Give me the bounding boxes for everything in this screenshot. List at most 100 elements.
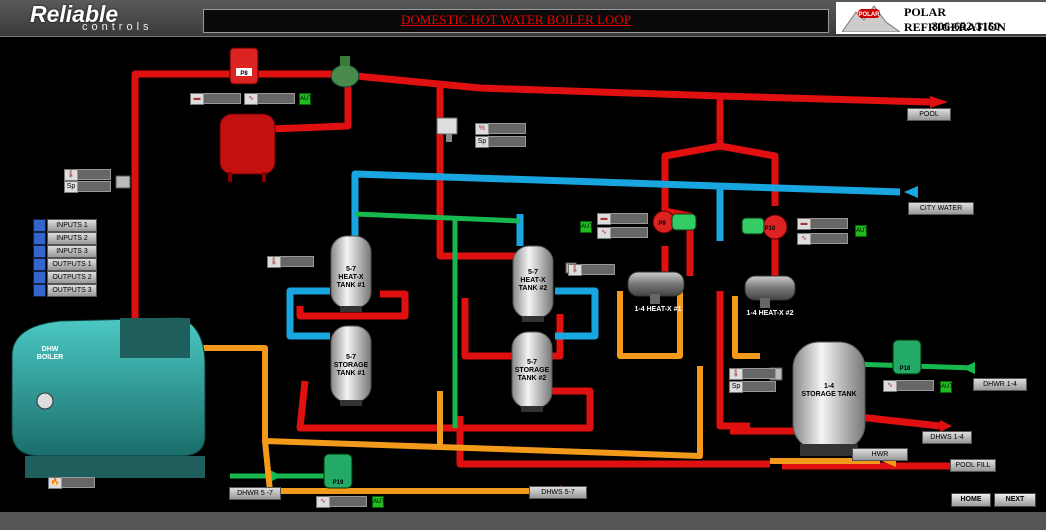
hx1-temp-field: [280, 256, 314, 267]
sidebar-item-label: OUTPUTS 3: [47, 284, 97, 297]
heat-x-tank-2: [512, 245, 554, 322]
p19-speed-field: [329, 496, 367, 507]
setpoint-icon[interactable]: Sp: [729, 381, 743, 393]
valve-position-icon[interactable]: %: [475, 123, 489, 135]
home-button[interactable]: HOME: [951, 493, 991, 507]
setpoint-label: Sp: [731, 383, 741, 390]
mixing-valve: [330, 56, 360, 88]
boiler-status-field: [61, 477, 95, 488]
sidebar-item-label: INPUTS 3: [47, 245, 97, 258]
pool-fill-tag: POOL FILL: [950, 459, 996, 472]
bottom-status-strip: [0, 512, 1046, 530]
dhwr57-tag: DHWR 5 -7: [229, 487, 281, 500]
hand-auto-icon[interactable]: AUTO: [855, 225, 873, 237]
outputs-icon: [33, 258, 46, 271]
pump-p8-label: P8: [240, 71, 248, 77]
boiler-temp-field: [77, 169, 111, 180]
heat-x-1-4-1-label: 1-4 HEAT-X #1: [634, 306, 682, 313]
page-title: DOMESTIC HOT WATER BOILER LOOP: [401, 12, 631, 27]
storage-tank-2: [511, 331, 553, 412]
sidebar-item-inputs-1[interactable]: INPUTS 1: [33, 219, 97, 232]
status-indicator-icon[interactable]: ▬: [597, 213, 611, 225]
p18-speed-field: [896, 380, 934, 391]
sidebar-item-outputs-2[interactable]: OUTPUTS 2: [33, 271, 97, 284]
heat-x-tank-1-label: 5-7 HEAT-X TANK #1: [336, 266, 366, 289]
speed-icon[interactable]: ∿: [597, 227, 611, 239]
storage-tank-1-4-label: 1-4 STORAGE TANK: [801, 383, 857, 398]
pool-tag: POOL: [907, 108, 951, 121]
p9-status-field: [610, 213, 648, 224]
outputs-icon: [33, 271, 46, 284]
speed-icon[interactable]: ∿: [883, 380, 897, 392]
status-indicator-icon[interactable]: ▬: [797, 218, 811, 230]
sensor-boiler-icon: [115, 175, 131, 189]
heat-x-1-4-2-label: 1-4 HEAT-X #2: [746, 310, 794, 317]
temperature-sensor-icon[interactable]: 🌡: [64, 169, 78, 181]
pump-p19-label: P19: [333, 480, 344, 486]
valve-position-field: [488, 123, 526, 134]
city-water-tag: CITY WATER: [908, 202, 974, 215]
dhwr57-arrow-icon: [270, 470, 282, 482]
sidebar-item-inputs-3[interactable]: INPUTS 3: [33, 245, 97, 258]
pump-p9: P9: [652, 210, 697, 234]
page-title-box: DOMESTIC HOT WATER BOILER LOOP: [203, 9, 829, 33]
inputs-icon: [33, 232, 46, 245]
temperature-sensor-icon[interactable]: 🌡: [729, 368, 743, 380]
setpoint-icon[interactable]: Sp: [475, 136, 489, 148]
dhws57-tag: DHWS 5-7: [529, 486, 587, 499]
pump-p19: P19: [323, 453, 353, 489]
sidebar-item-label: INPUTS 2: [47, 232, 97, 245]
control-valve: [436, 117, 458, 142]
mountain-logo-icon: POLAR: [842, 5, 900, 32]
logo-sub-text: controls: [82, 21, 153, 33]
inputs-icon: [33, 219, 46, 232]
brand-phone: 306-652-3150: [932, 19, 1000, 33]
status-indicator-icon[interactable]: ▬: [190, 93, 204, 105]
p8-speed-field: [257, 93, 295, 104]
hand-auto-icon[interactable]: AUTO: [940, 381, 958, 393]
setpoint-icon[interactable]: Sp: [64, 181, 78, 193]
boiler-flame-icon[interactable]: 🔥: [48, 477, 62, 489]
dhws14-arrow-icon: [940, 420, 952, 432]
boiler-setpoint-field: [77, 181, 111, 192]
p10-speed-field: [810, 233, 848, 244]
city-water-piping: [286, 170, 901, 340]
speed-icon[interactable]: ∿: [244, 93, 258, 105]
hand-auto-icon[interactable]: AUTO: [299, 93, 317, 105]
p8-status-field: [203, 93, 241, 104]
temperature-sensor-icon[interactable]: 🌡: [568, 264, 582, 276]
heat-x-1-4-1: [627, 271, 685, 304]
sidebar-item-inputs-2[interactable]: INPUTS 2: [33, 232, 97, 245]
sidebar-item-outputs-3[interactable]: OUTPUTS 3: [33, 284, 97, 297]
hand-auto-icon[interactable]: AUTO: [580, 221, 598, 233]
hwr-tag: HWR: [852, 448, 908, 461]
logo-main-text: Reliable: [30, 1, 119, 27]
reliable-controls-logo: Reliable controls: [30, 1, 190, 33]
next-button[interactable]: NEXT: [994, 493, 1036, 507]
sidebar-item-outputs-1[interactable]: OUTPUTS 1: [33, 258, 97, 271]
dhwr14-tag: DHWR 1-4: [973, 378, 1027, 391]
sidebar-item-label: OUTPUTS 1: [47, 258, 97, 271]
boiler-label: DHW BOILER: [36, 346, 64, 361]
temperature-sensor-icon[interactable]: 🌡: [267, 256, 281, 268]
boiler-return-piping: [200, 291, 880, 494]
dhwr14-arrow-icon: [962, 362, 975, 374]
hand-auto-icon[interactable]: AUTO: [372, 496, 390, 508]
inputs-icon: [33, 245, 46, 258]
hx2-temp-field: [581, 264, 615, 275]
pump-p18: P18: [892, 339, 922, 375]
brand-logo-text: POLAR: [859, 12, 881, 18]
pump-p10: P10: [741, 214, 788, 240]
piping-schematic: P8: [0, 47, 1046, 530]
dhw-boiler: [11, 317, 206, 478]
speed-icon[interactable]: ∿: [797, 233, 811, 245]
p10-status-field: [810, 218, 848, 229]
pump-p18-label: P18: [900, 366, 911, 372]
p9-speed-field: [610, 227, 648, 238]
heat-x-1-4-2: [744, 275, 796, 308]
speed-icon[interactable]: ∿: [316, 496, 330, 508]
polar-refrigeration-brand: POLAR POLAR REFRIGERATION 306-652-3150: [836, 2, 1046, 34]
storage-tank-1: [330, 325, 372, 406]
outputs-icon: [33, 284, 46, 297]
tank14-setpoint-field: [742, 381, 776, 392]
